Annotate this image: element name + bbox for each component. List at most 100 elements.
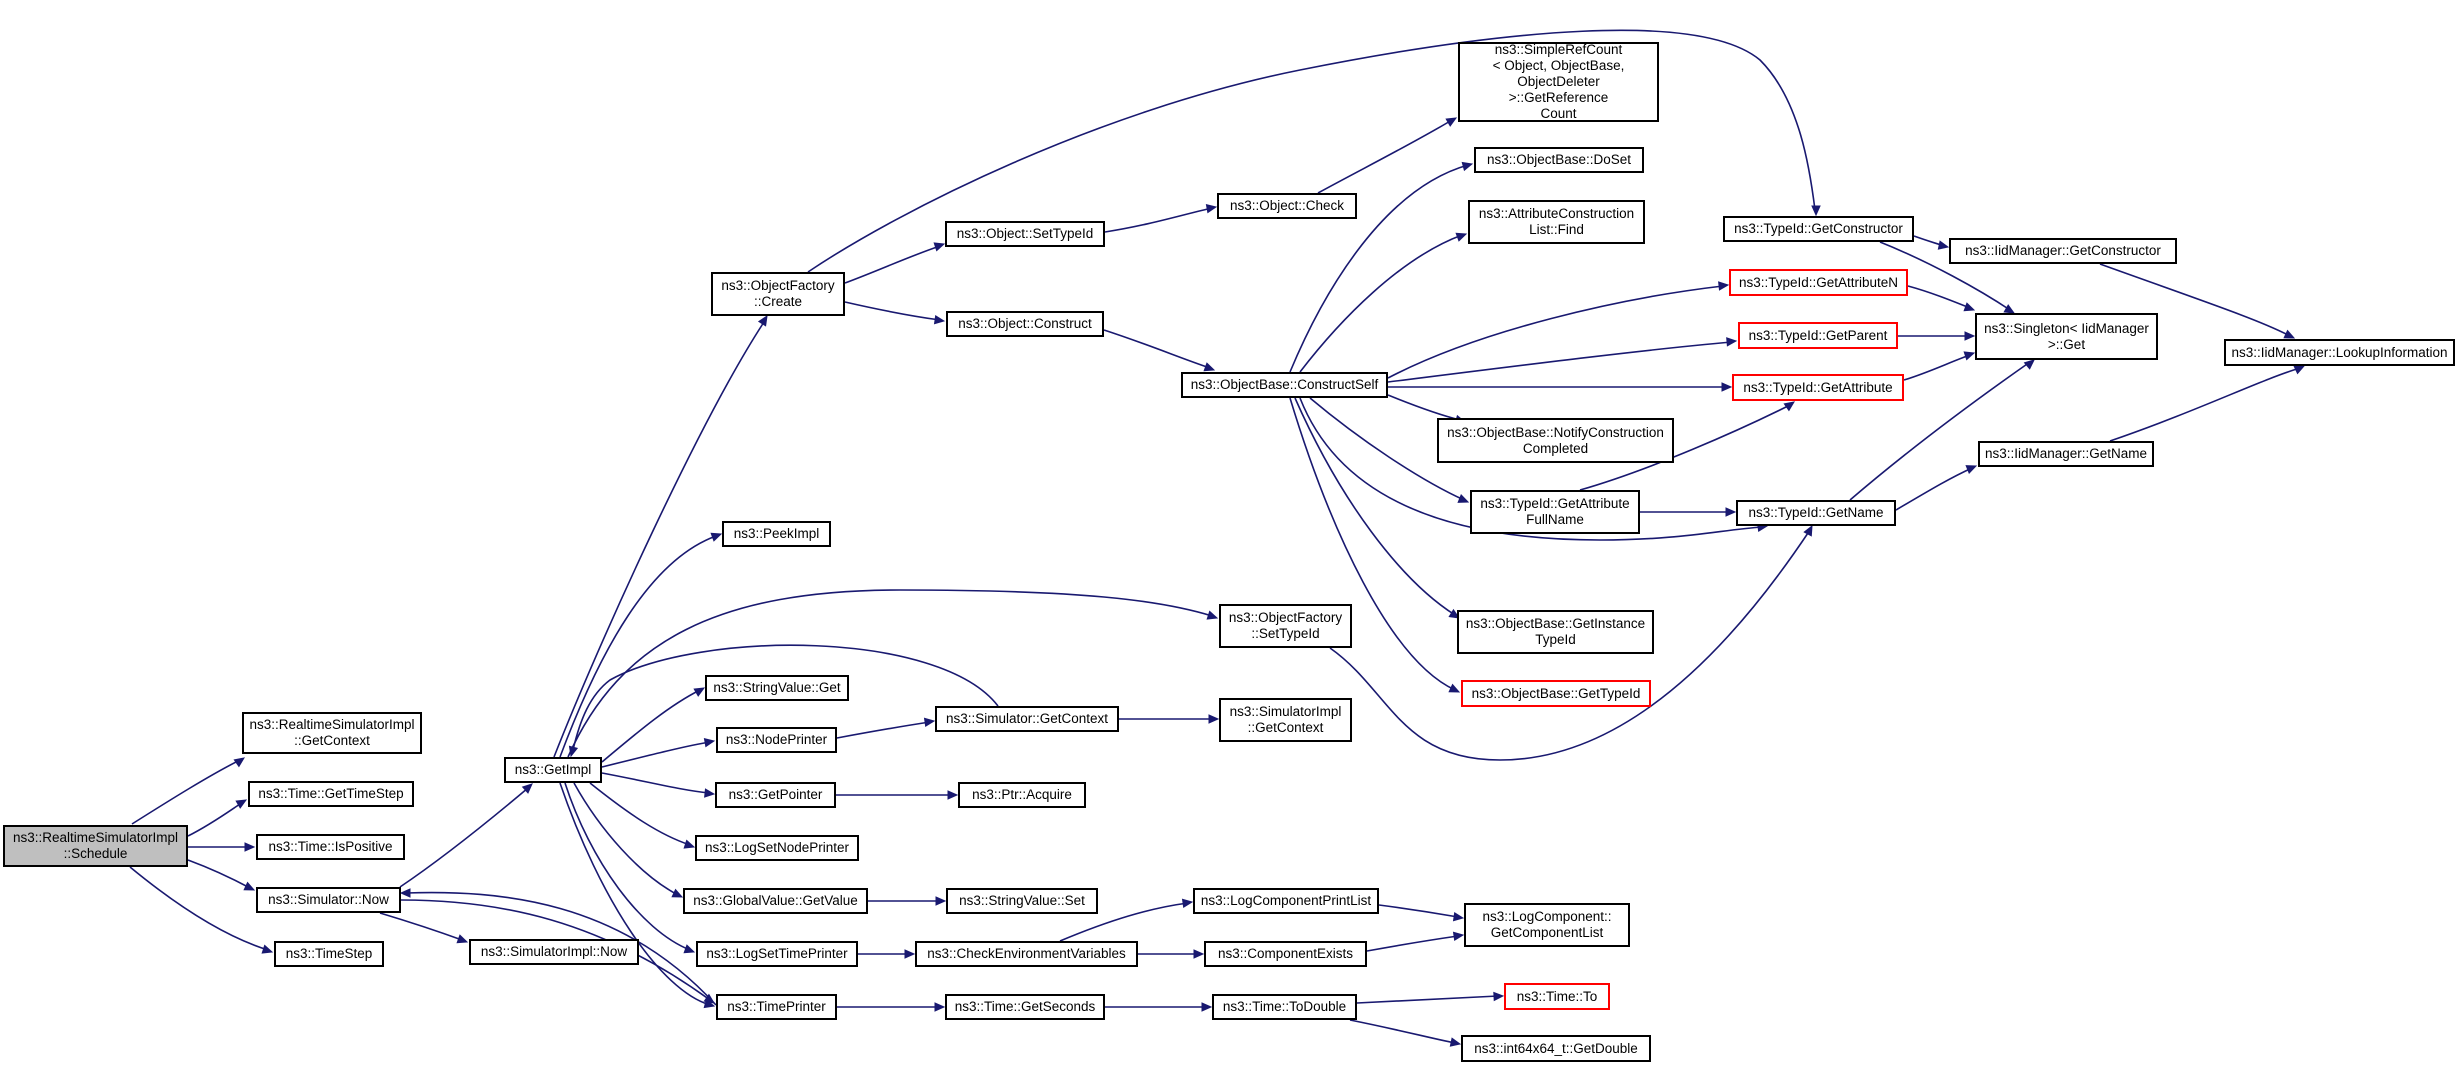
edge-logcomponentprintlist-to-logcomponent_getcomponentlist	[1378, 904, 1459, 918]
edge-arrowhead	[703, 993, 716, 1004]
node-objectbase-constructself[interactable]: ns3::ObjectBase::ConstructSelf	[1181, 372, 1388, 398]
edge-objbase_constructself-to-attrconstructionlist_find	[1299, 234, 1463, 373]
node-object-construct[interactable]: ns3::Object::Construct	[946, 311, 1104, 337]
node-stringvalue-set[interactable]: ns3::StringValue::Set	[946, 888, 1098, 914]
edge-objbase_constructself-to-objbase_notifyconstruction	[1387, 394, 1461, 421]
edge-getimpl-to-nodeprinter	[601, 741, 711, 768]
node-simulatorimpl-now[interactable]: ns3::SimulatorImpl::Now	[469, 939, 639, 965]
node-getpointer[interactable]: ns3::GetPointer	[715, 782, 836, 808]
edge-arrowhead	[1452, 911, 1465, 922]
edge-arrowhead	[1448, 608, 1461, 619]
node-objectbase-notifyconstructioncompleted[interactable]: ns3::ObjectBase::NotifyConstruction Comp…	[1437, 418, 1674, 463]
node-iidmanager-getconstructor[interactable]: ns3::IidManager::GetConstructor	[1949, 238, 2177, 264]
node-logsetnodeprinter[interactable]: ns3::LogSetNodePrinter	[695, 835, 859, 861]
edge-getimpl-to-logsetnodeprinter	[589, 782, 691, 846]
edge-objfactory_create-to-typeid_getconstructor	[807, 29, 1816, 273]
node-simulator-now[interactable]: ns3::Simulator::Now	[256, 887, 401, 913]
node-globalvalue-getvalue[interactable]: ns3::GlobalValue::GetValue	[683, 888, 868, 914]
node-timestep[interactable]: ns3::TimeStep	[274, 941, 384, 967]
node-stringvalue-get[interactable]: ns3::StringValue::Get	[705, 675, 849, 701]
edge-objbase_constructself-to-typeid_getparent	[1387, 341, 1733, 383]
edge-arrowhead	[1963, 351, 1976, 361]
edge-arrowhead	[1811, 205, 1821, 217]
node-getimpl[interactable]: ns3::GetImpl	[504, 757, 602, 783]
node-timeprinter[interactable]: ns3::TimePrinter	[716, 994, 837, 1020]
edge-getimpl-to-stringvalue_get	[601, 689, 701, 763]
edge-arrowhead	[1208, 714, 1220, 724]
edge-typeid_getname-to-iidmanager_getname	[1895, 467, 1973, 511]
edge-arrowhead	[1726, 337, 1738, 347]
edge-arrowhead	[1206, 610, 1219, 620]
edge-simulator_getcontext-to-getimpl	[572, 644, 999, 751]
edge-arrowhead	[568, 745, 579, 758]
node-iidmanager-getname[interactable]: ns3::IidManager::GetName	[1978, 441, 2154, 467]
edge-arrowhead	[934, 1002, 946, 1012]
node-typeid-getname[interactable]: ns3::TypeId::GetName	[1736, 500, 1896, 526]
node-objectbase-getinstancetypeid[interactable]: ns3::ObjectBase::GetInstance TypeId	[1457, 610, 1654, 654]
edge-objbase_constructself-to-typeid_getname	[1299, 397, 1763, 541]
edge-arrowhead	[1193, 949, 1205, 959]
edge-arrowhead	[399, 888, 411, 898]
edge-arrowhead	[757, 314, 768, 327]
edge-arrowhead	[703, 737, 716, 748]
node-logsettimeprinter[interactable]: ns3::LogSetTimePrinter	[696, 941, 858, 967]
edge-arrowhead	[1721, 382, 1733, 392]
node-time-gettimestep[interactable]: ns3::Time::GetTimeStep	[248, 781, 414, 807]
node-typeid-getparent[interactable]: ns3::TypeId::GetParent	[1738, 322, 1898, 349]
edge-iidmanager_getconstructor-to-iidmanager_lookupinformation	[2099, 263, 2291, 337]
edge-arrowhead	[261, 944, 274, 954]
edge-arrowhead	[704, 788, 716, 798]
edge-getimpl-to-objfactory_create	[553, 321, 765, 758]
node-int64x64-getdouble[interactable]: ns3::int64x64_t::GetDouble	[1461, 1035, 1651, 1062]
node-realtime-simulator-impl-getcontext[interactable]: ns3::RealtimeSimulatorImpl ::GetContext	[242, 712, 422, 754]
node-componentexists[interactable]: ns3::ComponentExists	[1204, 941, 1367, 967]
edge-getimpl-to-getpointer	[601, 772, 710, 794]
node-objectbase-gettypeid[interactable]: ns3::ObjectBase::GetTypeId	[1461, 680, 1651, 707]
node-simplerefcount-getreferencecount[interactable]: ns3::SimpleRefCount < Object, ObjectBase…	[1458, 42, 1659, 122]
node-simulatorimpl-getcontext[interactable]: ns3::SimulatorImpl ::GetContext	[1219, 698, 1352, 742]
node-logcomponent-getcomponentlist[interactable]: ns3::LogComponent:: GetComponentList	[1464, 903, 1630, 947]
edge-arrowhead	[233, 757, 246, 768]
node-attributeconstructionlist-find[interactable]: ns3::AttributeConstruction List::Find	[1468, 200, 1645, 244]
edge-arrowhead	[235, 799, 248, 809]
node-typeid-getconstructor[interactable]: ns3::TypeId::GetConstructor	[1723, 216, 1914, 242]
node-ptr-acquire[interactable]: ns3::Ptr::Acquire	[958, 782, 1086, 808]
node-time-ispositive[interactable]: ns3::Time::IsPositive	[256, 834, 405, 860]
node-objectbase-doset[interactable]: ns3::ObjectBase::DoSet	[1474, 147, 1644, 173]
edge-arrowhead	[710, 532, 723, 542]
node-singleton-iidmanager-get[interactable]: ns3::Singleton< IidManager >::Get	[1975, 313, 2158, 360]
edge-arrowhead	[456, 934, 469, 944]
edge-arrowhead	[693, 687, 706, 697]
edge-schedule-to-simulator_now	[187, 859, 251, 889]
node-time-to[interactable]: ns3::Time::To	[1504, 983, 1610, 1010]
node-objectfactory-create[interactable]: ns3::ObjectFactory ::Create	[711, 272, 845, 316]
edge-objbase_constructself-to-typeid_getattributen	[1387, 285, 1724, 379]
node-typeid-getattributen[interactable]: ns3::TypeId::GetAttributeN	[1729, 269, 1908, 296]
node-iidmanager-lookupinformation[interactable]: ns3::IidManager::LookupInformation	[2224, 339, 2455, 366]
edge-arrowhead	[1461, 161, 1474, 172]
edge-checkenvvars-to-logcomponentprintlist	[1059, 902, 1189, 942]
node-typeid-getattributefullname[interactable]: ns3::TypeId::GetAttribute FullName	[1470, 490, 1640, 534]
edge-arrowhead	[1181, 898, 1194, 909]
edge-arrowhead	[671, 888, 684, 898]
node-nodeprinter[interactable]: ns3::NodePrinter	[716, 727, 837, 753]
edge-arrowhead	[1205, 203, 1218, 214]
node-object-settypeid[interactable]: ns3::Object::SetTypeId	[945, 221, 1105, 247]
node-object-check[interactable]: ns3::Object::Check	[1217, 193, 1357, 219]
edge-schedule-to-timestep	[129, 866, 269, 951]
node-peekimpl[interactable]: ns3::PeekImpl	[722, 521, 831, 547]
edge-arrowhead	[1203, 362, 1216, 372]
edge-object_construct-to-objbase_constructself	[1103, 329, 1211, 369]
edge-getimpl-to-objfactory_settypeid	[567, 589, 1213, 758]
node-time-todouble[interactable]: ns3::Time::ToDouble	[1212, 994, 1357, 1020]
node-typeid-getattribute[interactable]: ns3::TypeId::GetAttribute	[1732, 374, 1904, 401]
edge-time_todouble-to-time_to	[1356, 995, 1499, 1004]
edge-timeprinter-to-simulator_now	[405, 891, 717, 1006]
node-objectfactory-settypeid[interactable]: ns3::ObjectFactory ::SetTypeId	[1219, 604, 1352, 648]
node-time-getseconds[interactable]: ns3::Time::GetSeconds	[945, 994, 1105, 1020]
node-checkenvironmentvariables[interactable]: ns3::CheckEnvironmentVariables	[915, 941, 1138, 967]
edge-typeid_getattribute-to-singleton_get	[1903, 354, 1971, 381]
node-simulator-getcontext[interactable]: ns3::Simulator::GetContext	[935, 706, 1119, 732]
node-logcomponentprintlist[interactable]: ns3::LogComponentPrintList	[1193, 888, 1379, 914]
edge-arrowhead	[1803, 524, 1813, 537]
